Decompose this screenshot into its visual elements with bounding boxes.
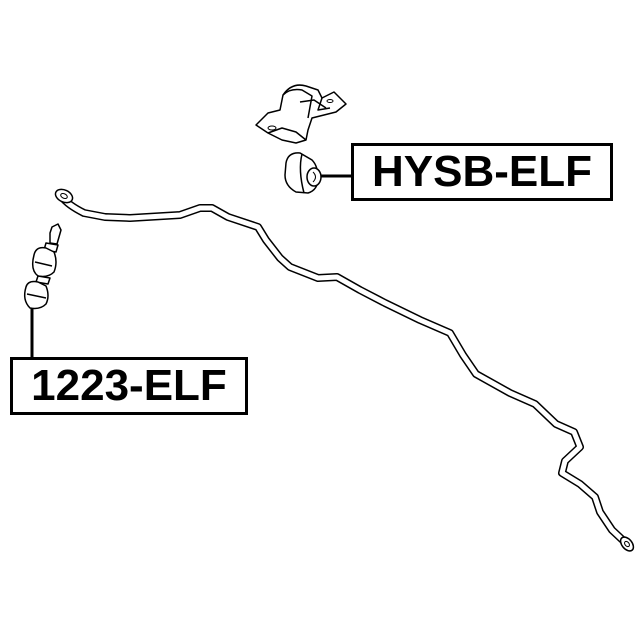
bushing-part [284,152,322,194]
stabilizer-link [23,223,62,310]
part-label-1223-elf: 1223-ELF [10,357,248,415]
stabilizer-bar [54,188,635,552]
bracket-clamp [255,84,347,144]
part-label-hysb-elf: HYSB-ELF [351,143,613,201]
